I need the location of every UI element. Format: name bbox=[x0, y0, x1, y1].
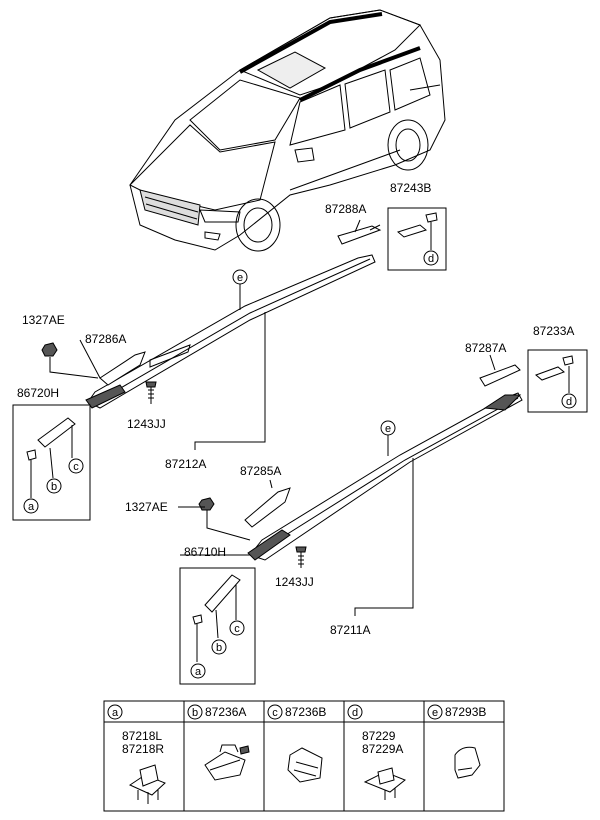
marker-b-86720h: b bbox=[51, 481, 57, 493]
label-1243jj-bottom: 1243JJ bbox=[275, 575, 314, 589]
legend-part-87229: 87229 bbox=[362, 729, 396, 743]
roof-rack-rail-left bbox=[85, 254, 376, 409]
marker-a-86710h: a bbox=[195, 666, 202, 678]
nut-1327ae-top bbox=[41, 342, 99, 379]
rail-end-cover-87287a bbox=[479, 364, 521, 387]
legend-part-87236a: 87236A bbox=[205, 705, 246, 719]
label-87212a: 87212A bbox=[165, 457, 206, 471]
detail-box-87243b bbox=[387, 207, 447, 271]
nut-1327ae-bottom bbox=[198, 497, 251, 541]
detail-box-86710h bbox=[179, 567, 256, 685]
legend-key-a: a bbox=[112, 707, 119, 719]
legend-key-d: d bbox=[352, 707, 358, 719]
label-87243b: 87243B bbox=[390, 181, 431, 195]
label-87211a: 87211A bbox=[330, 623, 370, 637]
bolt-1243jj-top bbox=[145, 381, 157, 404]
legend-part-87236b: 87236B bbox=[285, 705, 326, 719]
rail-end-cover-87286a bbox=[99, 351, 146, 386]
legend-table: a 87218L 87218R b 87236A c 87236B d 8722… bbox=[103, 700, 505, 812]
label-86710h: 86710H bbox=[184, 545, 226, 559]
clip-c-illustration bbox=[287, 747, 323, 783]
marker-b-86710h: b bbox=[216, 642, 222, 654]
marker-d-87243b: d bbox=[428, 253, 434, 265]
label-87288a: 87288A bbox=[325, 202, 366, 216]
marker-a-86720h: a bbox=[28, 501, 35, 513]
marker-c-86720h: c bbox=[73, 461, 79, 473]
cap-e-illustration bbox=[454, 746, 481, 779]
rail-end-cover-87288a bbox=[337, 225, 382, 245]
marker-c-86710h: c bbox=[234, 623, 240, 635]
marker-d-87233a: d bbox=[566, 396, 572, 408]
bolt-1243jj-bottom bbox=[295, 546, 307, 568]
legend-part-87218r: 87218R bbox=[122, 742, 164, 756]
label-87285a: 87285A bbox=[240, 464, 281, 478]
legend-key-c: c bbox=[272, 707, 278, 719]
label-87287a: 87287A bbox=[465, 341, 506, 355]
legend-key-b: b bbox=[192, 707, 198, 719]
label-1327ae-bottom: 1327AE bbox=[125, 500, 168, 514]
clip-b-illustration bbox=[204, 751, 246, 781]
label-1327ae-top: 1327AE bbox=[22, 313, 65, 327]
label-86720h: 86720H bbox=[17, 386, 59, 400]
vehicle-illustration bbox=[129, 9, 446, 252]
label-87286a: 87286A bbox=[85, 332, 126, 346]
marker-e-bottom: e bbox=[385, 423, 391, 435]
legend-part-87229a: 87229A bbox=[362, 742, 403, 756]
legend-part-87218l: 87218L bbox=[122, 729, 162, 743]
legend-key-e: e bbox=[432, 707, 438, 719]
label-87233a: 87233A bbox=[533, 324, 574, 338]
roof-rack-rail-right bbox=[247, 392, 523, 561]
marker-e-top: e bbox=[237, 272, 243, 284]
detail-box-87233a bbox=[527, 349, 588, 413]
detail-box-86720h bbox=[12, 404, 91, 521]
legend-part-87293b: 87293B bbox=[445, 705, 486, 719]
label-1243jj-top: 1243JJ bbox=[127, 417, 166, 431]
rail-end-cover-87285a bbox=[244, 487, 291, 528]
